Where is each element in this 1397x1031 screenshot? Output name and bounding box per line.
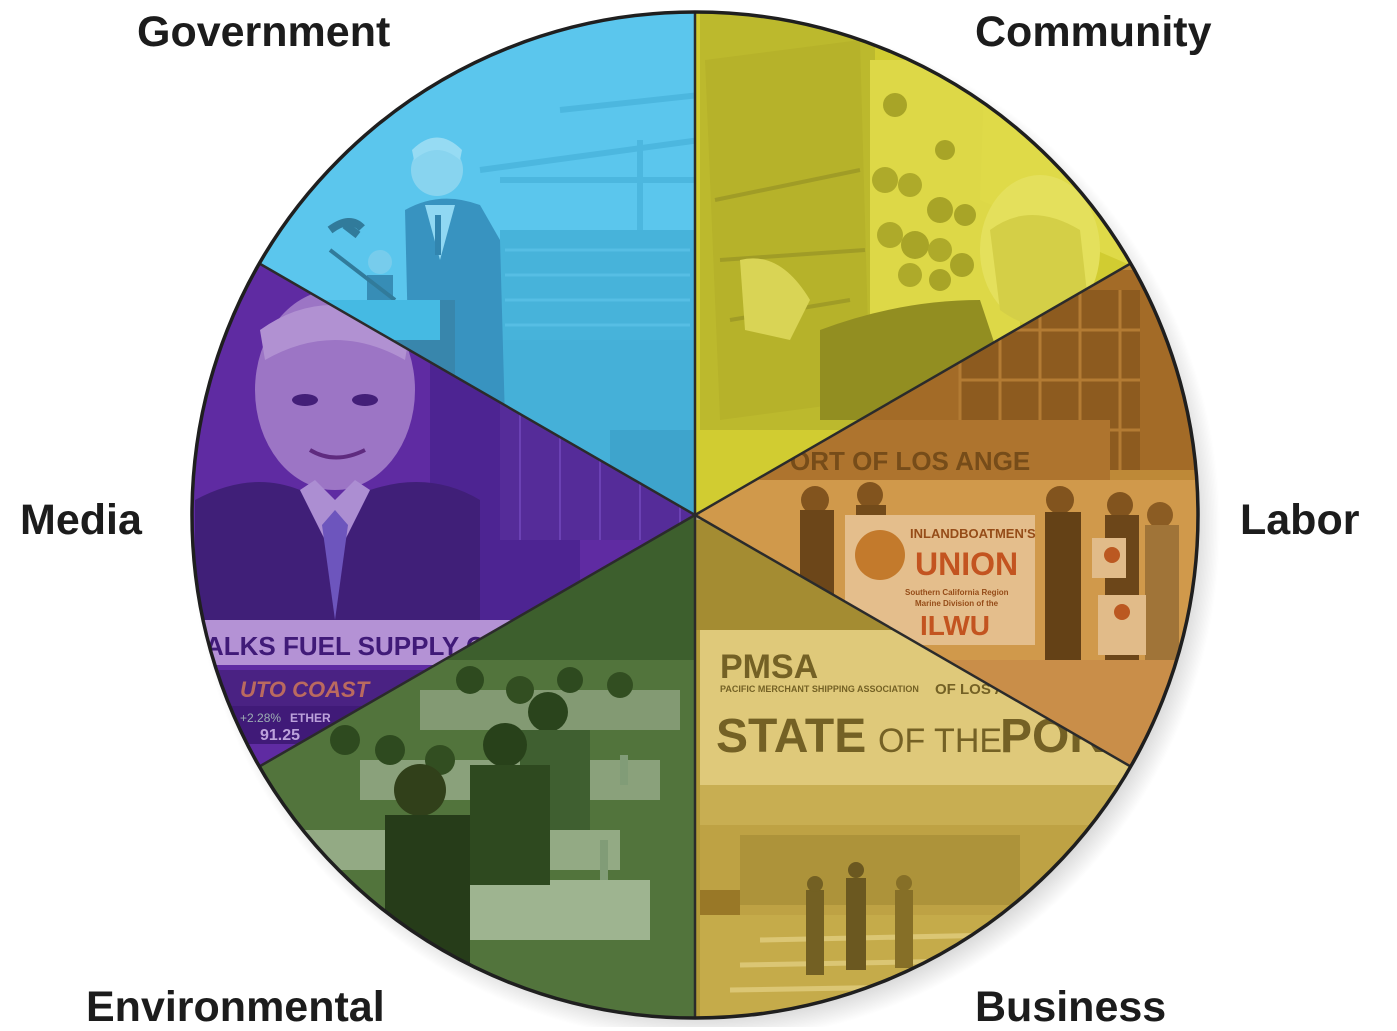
label-government: Government	[137, 8, 391, 56]
business-state: STATE	[716, 710, 866, 763]
labor-banner-union: UNION	[915, 546, 1018, 582]
business-pmsa: PMSA	[720, 648, 818, 686]
labor-banner-ilwu: ILWU	[920, 610, 990, 641]
media-ticker-eth: ETHER	[290, 711, 331, 725]
label-environmental: Environmental	[86, 983, 385, 1031]
tint-community	[695, 12, 1131, 515]
tint-labor	[695, 263, 1198, 767]
tint-government	[259, 12, 695, 515]
media-ticker-brand: UTO COAST	[240, 677, 371, 702]
labor-banner-line1: INLANDBOATMEN'S	[910, 526, 1036, 541]
tint-environmental	[259, 515, 695, 1018]
labor-banner-line4: Marine Division of the	[915, 599, 999, 608]
wheel-outline	[190, 10, 1200, 1020]
label-community: Community	[975, 8, 1212, 56]
media-ticker-price: 91.25	[260, 727, 300, 744]
label-media: Media	[20, 496, 142, 544]
labor-building-sign: ORT OF LOS ANGE	[790, 446, 1030, 476]
tint-business	[695, 515, 1131, 1018]
labor-banner-line3: Southern California Region	[905, 588, 1009, 597]
label-labor: Labor	[1240, 496, 1360, 544]
label-business: Business	[975, 983, 1167, 1031]
wheel-dividers	[258, 12, 1132, 1018]
business-pmsa-sub: PACIFIC MERCHANT SHIPPING ASSOCIATION	[720, 684, 919, 694]
media-ticker-pct: +2.28%	[240, 711, 281, 725]
business-ofthe: OF THE	[878, 722, 1002, 760]
tint-media	[192, 263, 695, 767]
